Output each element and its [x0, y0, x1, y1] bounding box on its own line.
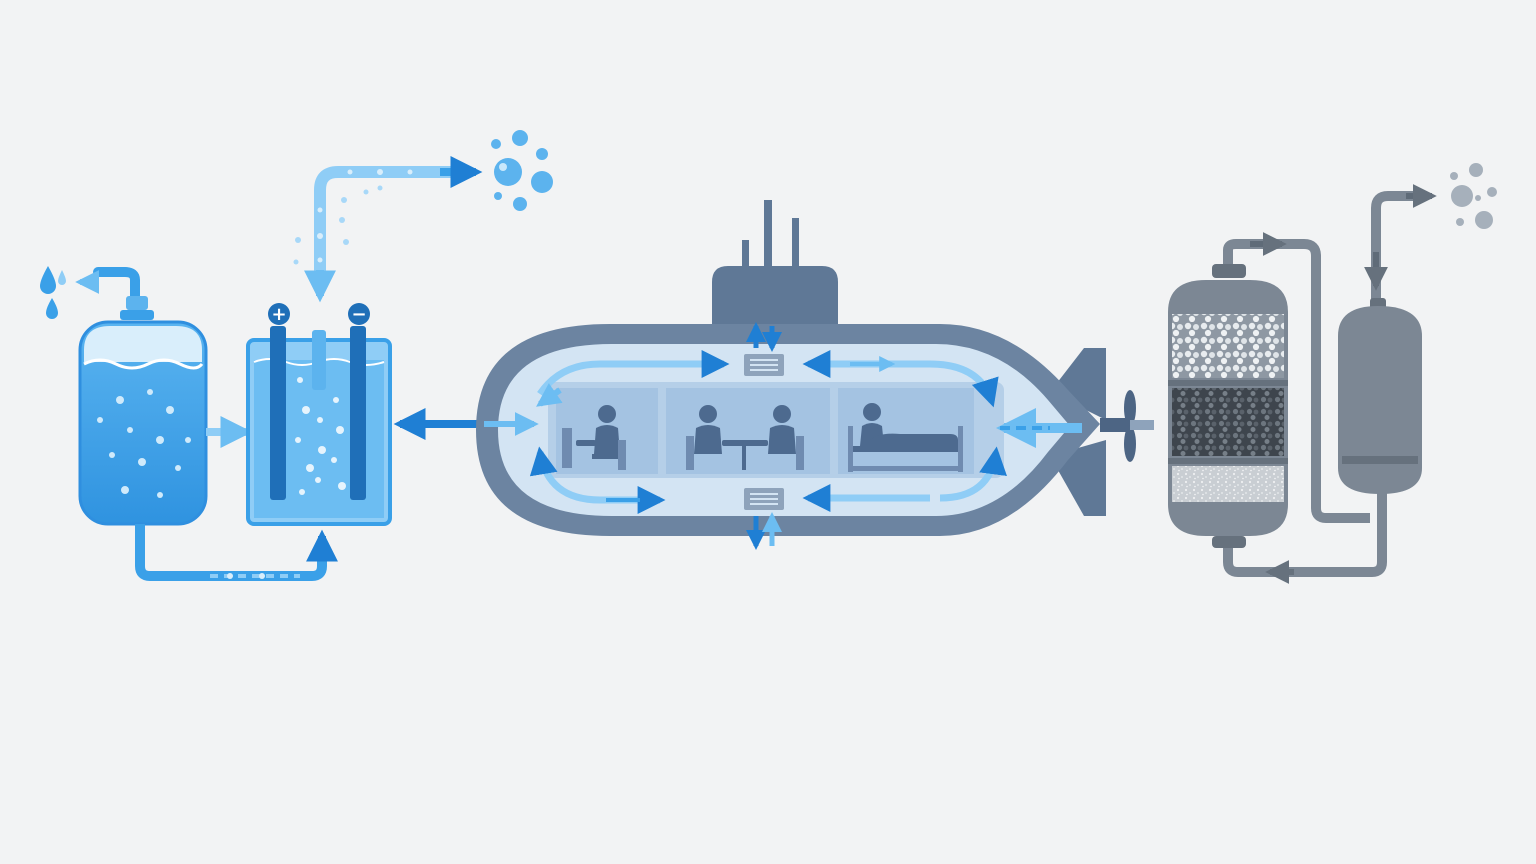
vent-flow-arrows [746, 322, 782, 550]
anode-electrode [270, 326, 286, 500]
filter-layer-fine [1172, 466, 1284, 502]
cathode-terminal: − [348, 303, 370, 325]
oxygen-bubbles-icon [491, 130, 553, 211]
co2-scrubber-icon [1168, 264, 1288, 548]
water-bubbles [97, 389, 191, 498]
filter-layer-carbon [1172, 388, 1284, 456]
filter-layer-coarse [1172, 314, 1284, 378]
anode-label: + [271, 304, 286, 325]
electrolysis-cell-icon [246, 326, 392, 526]
gas-cylinder-icon [1338, 298, 1422, 494]
anode-terminal: + [268, 303, 290, 325]
oxygen-outlet-pipe [293, 156, 483, 303]
cathode-electrode [350, 326, 366, 500]
water-droplet-icon [40, 266, 66, 319]
return-pipe [135, 524, 338, 581]
water-tank-icon [75, 267, 208, 526]
scrubber-pipes [1223, 184, 1437, 584]
air-circulation-arrows [484, 350, 1082, 514]
exhaust-bubbles-icon [1450, 163, 1497, 229]
propeller-icon [1100, 390, 1154, 462]
air-vent-icon [744, 354, 784, 510]
cathode-label: − [351, 304, 366, 325]
